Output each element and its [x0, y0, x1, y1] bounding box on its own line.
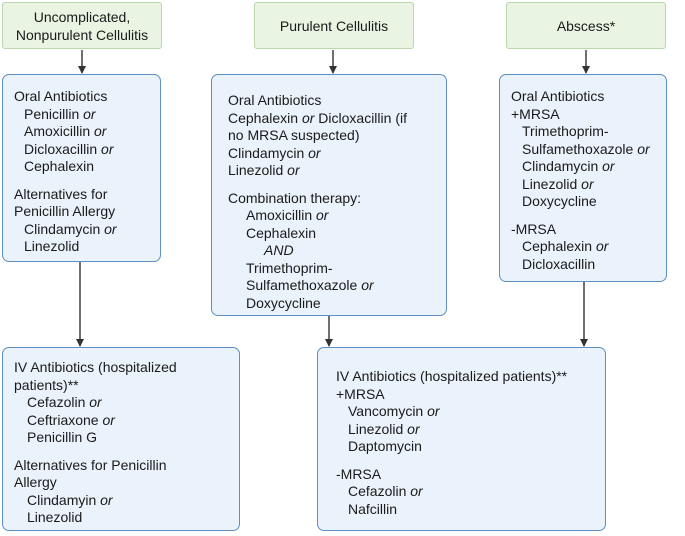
box1-alt-drug: Clindamycin or [24, 220, 117, 237]
box5-plus-drug: Vancomycin or [348, 403, 440, 419]
box2-linezolid: Linezolid or [228, 162, 300, 178]
box2-tmp-line1: Trimethoprim- [246, 259, 333, 276]
box5-plus-drug: Linezolid or [348, 420, 420, 437]
box1-alt-title-line1: Alternatives for [14, 185, 108, 202]
box4-alt-line2: Allergy [14, 474, 57, 490]
box1-drug: Amoxicillin or [24, 123, 107, 139]
box5-title: IV Antibiotics (hospitalized patients)** [336, 368, 568, 384]
header-abscess: Abscess* [506, 2, 666, 49]
box3-doxycycline: Doxycycline [522, 193, 597, 209]
box3-cephalexin: Cephalexin or [522, 238, 609, 254]
box3-tmp-line1: Trimethoprim- [522, 123, 609, 139]
box1-drug: Cephalexin [24, 158, 95, 174]
box4-alt-line1: Alternatives for Penicillin [14, 456, 167, 473]
box3-minus-mrsa: -MRSA [511, 220, 557, 237]
box4-alt-drug: Clindamyin or [27, 491, 113, 508]
oral-antibiotics-nonpurulent-box: Oral Antibiotics Penicillin or Amoxicill… [2, 74, 161, 262]
box1-drug: Penicillin or [24, 105, 96, 122]
box1-title: Oral Antibiotics [14, 88, 108, 104]
box2-amoxicillin: Amoxicillin or [246, 207, 329, 223]
header-uncomplicated-line2: Nonpurulent Cellulitis [15, 26, 149, 43]
box4-title-line2: patients)** [14, 376, 79, 393]
box5-minus-drug: Nafcillin [348, 500, 398, 517]
header-purulent-label: Purulent Cellulitis [279, 17, 389, 34]
box3-tmp-line2: Sulfamethoxazole or [522, 140, 650, 157]
iv-antibiotics-purulent-abscess-box: IV Antibiotics (hospitalized patients)**… [317, 347, 606, 531]
box2-combo-title: Combination therapy: [228, 189, 362, 206]
box5-plus-drug: Daptomycin [348, 438, 422, 454]
box5-minus-mrsa: -MRSA [336, 465, 382, 482]
header-abscess-label: Abscess* [556, 17, 616, 34]
box3-title: Oral Antibiotics [511, 88, 605, 104]
oral-antibiotics-abscess-box: Oral Antibiotics +MRSA Trimethoprim- Sul… [499, 74, 667, 282]
box2-doxycycline: Doxycycline [246, 294, 321, 311]
box1-alt-title-line2: Penicillin Allergy [14, 203, 116, 219]
box3-clindamycin: Clindamycin or [522, 158, 615, 174]
header-uncomplicated-cellulitis: Uncomplicated, Nonpurulent Cellulitis [2, 2, 162, 49]
oral-antibiotics-purulent-box: Oral Antibiotics Cephalexin or Dicloxaci… [211, 74, 447, 316]
box2-line-cephalexin-dicloxacillin: Cephalexin or Dicloxacillin (if [228, 109, 407, 126]
box1-alt-drug: Linezolid [24, 238, 80, 254]
box2-tmp-line2: Sulfamethoxazole or [246, 277, 374, 293]
box1-drug: Dicloxacillin or [24, 140, 114, 157]
header-purulent-cellulitis: Purulent Cellulitis [254, 2, 414, 49]
box4-title-line1: IV Antibiotics (hospitalized [14, 359, 177, 375]
box2-title: Oral Antibiotics [228, 92, 322, 108]
box2-and: AND [264, 242, 294, 258]
box5-plus-mrsa: +MRSA [336, 385, 385, 402]
iv-antibiotics-nonpurulent-box: IV Antibiotics (hospitalized patients)**… [2, 347, 240, 531]
box5-minus-drug: Cefazolin or [348, 483, 423, 499]
header-uncomplicated-line1: Uncomplicated, [33, 8, 131, 25]
box3-linezolid: Linezolid or [522, 175, 594, 192]
box2-line-no-mrsa: no MRSA suspected) [228, 127, 360, 143]
box4-drug: Ceftriaxone or [27, 411, 115, 428]
box4-drug: Penicillin G [27, 429, 98, 445]
box3-dicloxacillin: Dicloxacillin [522, 255, 596, 272]
box2-clindamycin: Clindamycin or [228, 144, 321, 161]
box4-drug: Cefazolin or [27, 394, 102, 410]
box4-alt-drug: Linezolid [27, 509, 83, 525]
box2-cephalexin: Cephalexin [246, 224, 317, 241]
box3-plus-mrsa: +MRSA [511, 105, 560, 122]
